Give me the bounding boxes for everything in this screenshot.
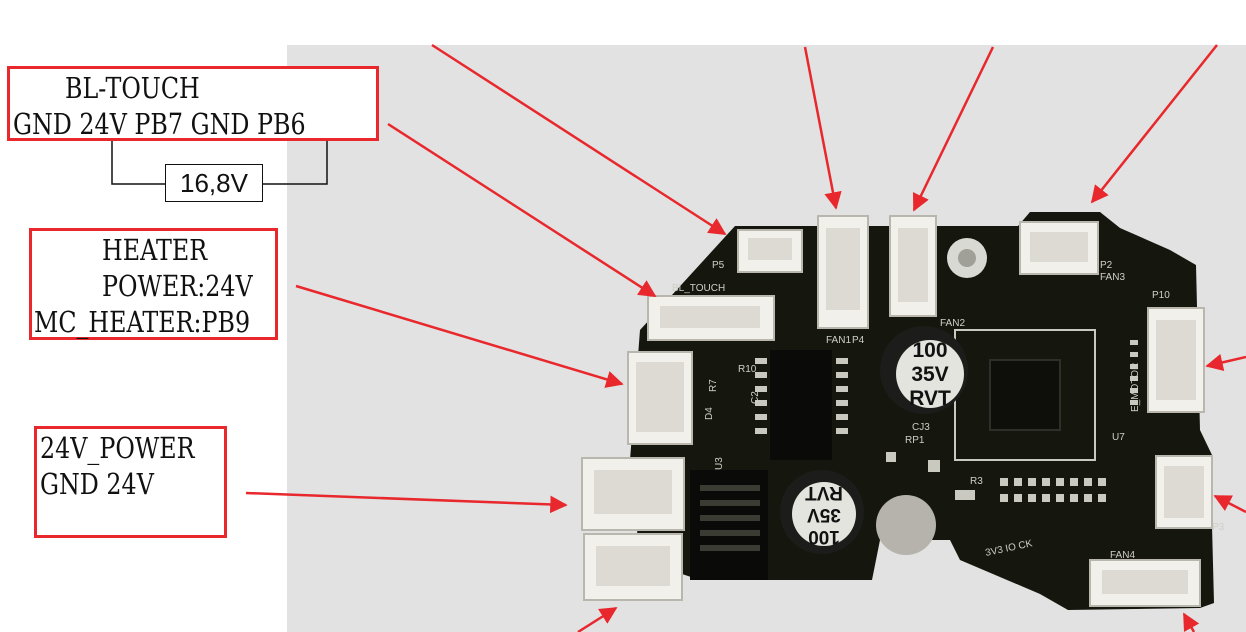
connector-fan1 — [817, 215, 869, 329]
capacitor-main-brand: RVT — [909, 387, 951, 410]
connector-p5 — [737, 229, 803, 273]
arrow-to-fan4 — [1182, 612, 1200, 632]
capacitor-main-value: 100 — [912, 339, 947, 362]
silk-fan2: FAN2 — [940, 318, 965, 329]
capacitor-lower-voltage: 35V — [807, 504, 841, 525]
bl-touch-voltage-box: 16,8V — [165, 164, 263, 202]
heater-power: POWER:24V — [102, 269, 253, 303]
arrow-to-p5 — [431, 43, 727, 236]
capacitor-main: 100 35V RVT — [880, 326, 968, 414]
arrow-to-p3 — [1213, 494, 1246, 514]
connector-lower-left — [583, 533, 683, 601]
connector-fan3 — [1019, 221, 1099, 275]
arrow-to-e-motor — [1205, 353, 1246, 371]
arrow-to-heater — [295, 284, 624, 388]
silk-e-motor: E_MOTOR — [1130, 363, 1141, 412]
silk-d4: D4 — [704, 407, 715, 420]
silk-u3: U3 — [714, 457, 725, 470]
heater-pin: MC_HEATER:PB9 — [34, 305, 251, 339]
silk-bl-touch: BL_TOUCH — [672, 283, 725, 294]
capacitor-lower: 100 35V RVT — [780, 470, 864, 554]
capacitor-lower-brand: RVT — [805, 482, 843, 503]
capacitor-lower-value: 100 — [808, 526, 840, 547]
silk-p3: P3 — [1212, 522, 1225, 533]
silk-cj3: CJ3 — [912, 422, 930, 433]
bl-touch-label-box: BL-TOUCH GND 24V PB7 GND PB6 — [7, 66, 379, 141]
silk-rp1: RP1 — [905, 435, 925, 446]
silk-c2: C2 — [750, 391, 761, 404]
arrow-to-fan3 — [1090, 44, 1218, 204]
bl-touch-measure-bracket — [111, 141, 328, 185]
connector-p3 — [1155, 455, 1213, 529]
bl-touch-pins: GND 24V PB7 GND PB6 — [13, 107, 306, 141]
connector-heater — [627, 351, 693, 445]
silk-r3: R3 — [970, 476, 983, 487]
arrow-to-lower-connector — [577, 606, 618, 632]
heater-title: HEATER — [102, 233, 208, 267]
arrow-to-fan2 — [912, 46, 995, 212]
power-input-title: 24V_POWER — [40, 431, 195, 465]
arrow-to-fan1 — [803, 46, 842, 210]
heater-label-box: HEATER POWER:24V MC_HEATER:PB9 — [29, 228, 278, 340]
bl-touch-title: BL-TOUCH — [65, 71, 200, 105]
silk-p2: P2 — [1100, 260, 1113, 271]
pcb-details — [690, 329, 1138, 580]
power-input-label-box: 24V_POWER GND 24V — [34, 426, 227, 538]
connector-e-motor — [1147, 307, 1205, 413]
silk-u7: U7 — [1112, 432, 1125, 443]
silk-r7: R7 — [708, 379, 719, 392]
silk-p10: P10 — [1152, 290, 1170, 301]
silk-fan4: FAN4 — [1110, 550, 1135, 561]
connector-24v-power — [581, 457, 685, 531]
arrow-to-bl-touch — [387, 122, 657, 298]
silk-fan1: FAN1 — [826, 335, 851, 346]
silk-fan3: FAN3 — [1100, 272, 1125, 283]
silk-p4: P4 — [852, 335, 865, 346]
annotation-arrows — [245, 43, 1246, 632]
connector-fan2 — [889, 215, 937, 317]
power-input-pins: GND 24V — [40, 467, 154, 501]
connector-fan4 — [1089, 559, 1201, 607]
connector-bl-touch — [647, 295, 775, 341]
silk-r10: R10 — [738, 364, 757, 375]
arrow-to-24v-power — [245, 491, 568, 514]
capacitor-main-voltage: 35V — [911, 363, 948, 386]
silk-p5: P5 — [712, 260, 725, 271]
